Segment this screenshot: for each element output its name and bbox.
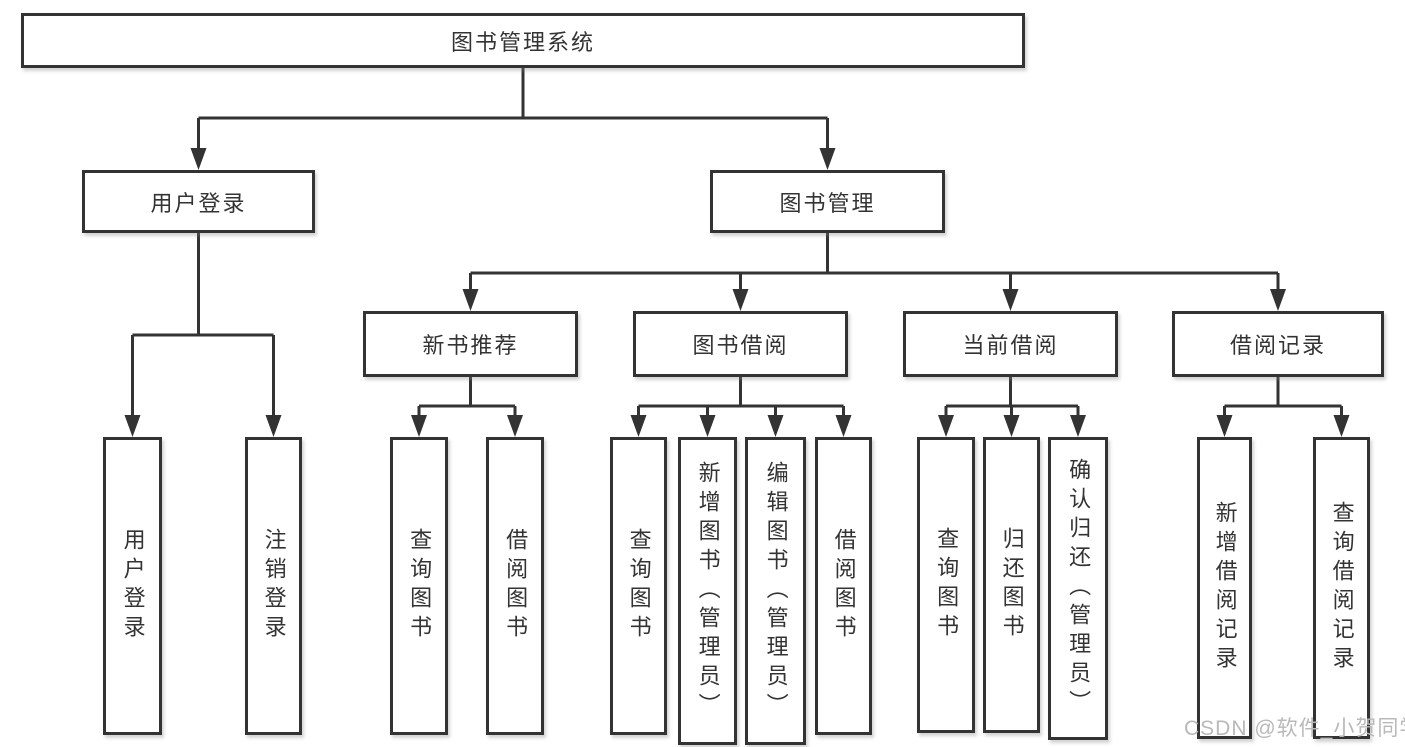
node-borrowing-borrow-books: 借阅图书 [815,437,872,735]
arrowhead-icon [1270,289,1286,311]
node-logout-leaf: 注销登录 [245,437,302,735]
arrowhead-icon [1070,415,1086,437]
node-label: 新增借阅记录 [1212,501,1238,675]
node-user-login: 用户登录 [82,170,315,233]
node-borrowing-query-books: 查询图书 [610,437,667,735]
node-label: 注销登录 [261,528,287,644]
node-recommend-borrow-books: 借阅图书 [486,437,544,735]
arrowhead-icon [265,415,282,437]
arrowhead-icon [1002,289,1019,311]
node-label: 用户登录 [120,528,146,644]
node-label: 查询图书 [934,527,960,643]
arrowhead-icon [767,415,784,437]
node-label: 借阅图书 [831,528,857,644]
node-label: 查询图书 [626,528,652,644]
arrowhead-icon [938,415,954,437]
arrowhead-icon [462,289,479,311]
arrowhead-icon [124,415,141,437]
node-label: 查询借阅记录 [1329,501,1355,675]
node-label: 新书推荐 [422,333,519,358]
node-label: 编辑图书（管理员） [763,460,789,722]
node-label: 图书管理 [779,190,876,216]
node-book-borrowing: 图书借阅 [633,311,848,377]
node-label: 当前借阅 [962,333,1059,358]
node-label: 借阅记录 [1229,333,1326,358]
arrowhead-icon [507,415,523,437]
arrowhead-icon [1216,415,1233,437]
watermark: CSDN @软件_小贺同学 [1184,717,1405,740]
arrowhead-icon [732,289,749,311]
node-query-borrow-record: 查询借阅记录 [1313,437,1370,739]
node-user-login-leaf: 用户登录 [103,437,162,735]
arrowhead-icon [1333,415,1350,437]
node-edit-books-admin: 编辑图书（管理员） [745,437,806,745]
node-label: 借阅图书 [503,528,529,644]
node-new-book-recommendation: 新书推荐 [363,311,578,377]
node-confirm-return-admin: 确认归还（管理员） [1048,437,1108,740]
node-recommend-query-books: 查询图书 [390,437,448,735]
node-library-management-system: 图书管理系统 [21,13,1025,68]
arrowhead-icon [190,148,207,170]
node-return-books: 归还图书 [983,437,1040,733]
node-label: 归还图书 [999,527,1025,643]
arrowhead-icon [1003,415,1020,437]
node-add-books-admin: 新增图书（管理员） [678,437,737,745]
node-label: 确认归还（管理员） [1066,458,1092,719]
arrowhead-icon [630,415,647,437]
node-label: 用户登录 [150,190,247,216]
arrowhead-icon [835,415,852,437]
arrowhead-icon [699,415,716,437]
node-add-borrow-record: 新增借阅记录 [1197,437,1252,739]
node-label: 查询图书 [407,528,433,644]
node-borrowing-records: 借阅记录 [1172,311,1384,377]
arrowhead-icon [819,148,836,170]
node-current-query-books: 查询图书 [917,437,975,733]
node-book-management: 图书管理 [710,170,945,233]
node-label: 新增图书（管理员） [695,460,721,722]
node-label: 图书借阅 [692,333,789,358]
node-label: 图书管理系统 [450,29,595,55]
arrowhead-icon [411,415,427,437]
node-current-borrowing: 当前借阅 [903,311,1118,377]
